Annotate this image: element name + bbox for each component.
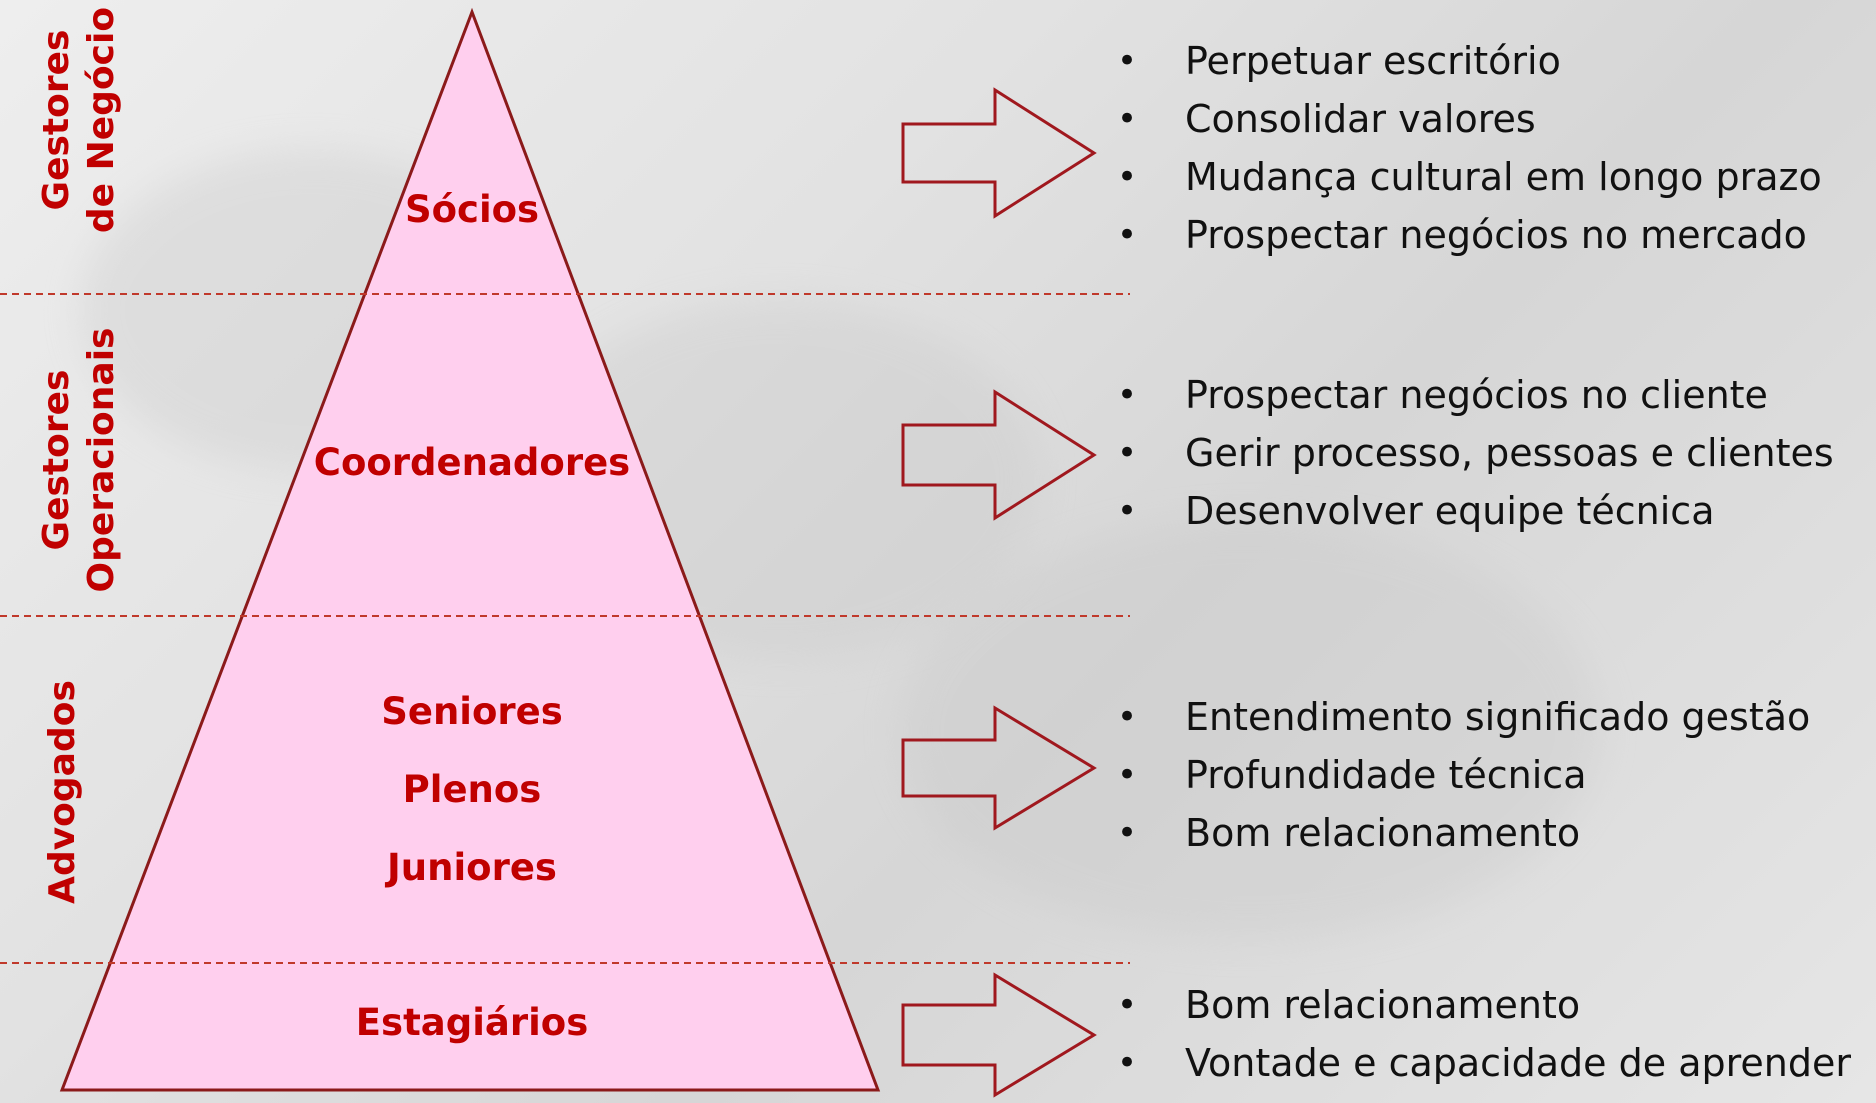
- list-item: Bom relacionamento: [1117, 804, 1810, 862]
- level-label-estagiarios: Estagiários: [355, 1001, 589, 1044]
- list-item: Gerir processo, pessoas e clientes: [1117, 424, 1834, 482]
- level-label-plenos: Plenos: [402, 768, 542, 811]
- side-label-line: Gestores: [36, 369, 77, 551]
- list-item: Prospectar negócios no mercado: [1117, 206, 1822, 264]
- side-label-line: Gestores: [36, 29, 77, 211]
- side-label-advogados: Advogados: [40, 662, 90, 922]
- level-label-seniores: Seniores: [381, 690, 563, 733]
- list-item: Profundidade técnica: [1117, 746, 1810, 804]
- bullet-list-advogados: Entendimento significado gestão Profundi…: [1117, 688, 1810, 862]
- list-item: Entendimento significado gestão: [1117, 688, 1810, 746]
- level-label-coordenadores: Coordenadores: [313, 441, 631, 484]
- arrow-right-icon: [901, 705, 1097, 831]
- list-item: Consolidar valores: [1117, 90, 1822, 148]
- level-label-socios: Sócios: [404, 188, 540, 231]
- list-item: Prospectar negócios no cliente: [1117, 366, 1834, 424]
- bullet-list-socios: Perpetuar escritório Consolidar valores …: [1117, 32, 1822, 264]
- arrow-right-icon: [901, 87, 1097, 219]
- list-item: Desenvolver equipe técnica: [1117, 482, 1834, 540]
- list-item: Mudança cultural em longo prazo: [1117, 148, 1822, 206]
- side-label-gestores-negocio: Gestores de Negócio: [34, 0, 134, 250]
- side-label-gestores-operacionais: Gestores Operacionais: [34, 320, 134, 600]
- arrow-right-icon: [901, 389, 1097, 521]
- list-item: Bom relacionamento: [1117, 976, 1851, 1034]
- side-label-line: de Negócio: [81, 6, 122, 234]
- pyramid: [59, 7, 881, 1092]
- arrow-right-icon: [901, 972, 1097, 1098]
- bullet-list-estagiarios: Bom relacionamento Vontade e capacidade …: [1117, 976, 1851, 1092]
- level-label-juniores: Juniores: [387, 846, 557, 889]
- side-label-line: Advogados: [42, 680, 83, 904]
- list-item: Vontade e capacidade de aprender: [1117, 1034, 1851, 1092]
- side-label-line: Operacionais: [81, 327, 122, 593]
- list-item: Perpetuar escritório: [1117, 32, 1822, 90]
- bullet-list-coordenadores: Prospectar negócios no cliente Gerir pro…: [1117, 366, 1834, 540]
